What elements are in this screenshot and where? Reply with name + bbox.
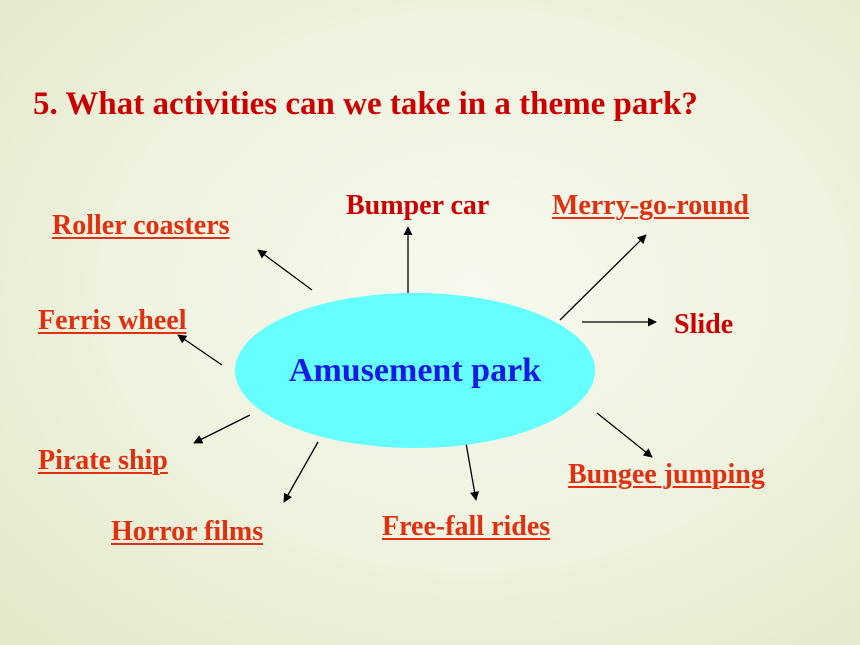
- arrow-horror-films: [283, 441, 319, 503]
- arrow-roller-coasters: [257, 249, 313, 291]
- question-heading: 5. What activities can we take in a them…: [33, 86, 698, 122]
- node-horror-films: Horror films: [111, 516, 264, 547]
- center-label: Amusement park: [288, 351, 542, 389]
- arrow-pirate-ship: [193, 414, 251, 444]
- arrow-merry-go-round: [559, 234, 647, 321]
- node-pirate-ship: Pirate ship: [38, 445, 168, 476]
- arrow-bungee-jumping: [596, 412, 653, 458]
- center-ellipse: Amusement park: [235, 293, 595, 448]
- node-bumper-car: Bumper car: [346, 190, 490, 221]
- arrow-free-fall-rides: [465, 442, 480, 501]
- node-merry-go-round: Merry-go-round: [552, 190, 749, 221]
- node-slide: Slide: [674, 309, 734, 340]
- node-bungee-jumping: Bungee jumping: [568, 459, 765, 490]
- arrow-ferris-wheel: [177, 334, 223, 366]
- node-roller-coasters: Roller coasters: [52, 210, 230, 241]
- node-ferris-wheel: Ferris wheel: [38, 305, 187, 336]
- node-free-fall-rides: Free-fall rides: [382, 511, 551, 542]
